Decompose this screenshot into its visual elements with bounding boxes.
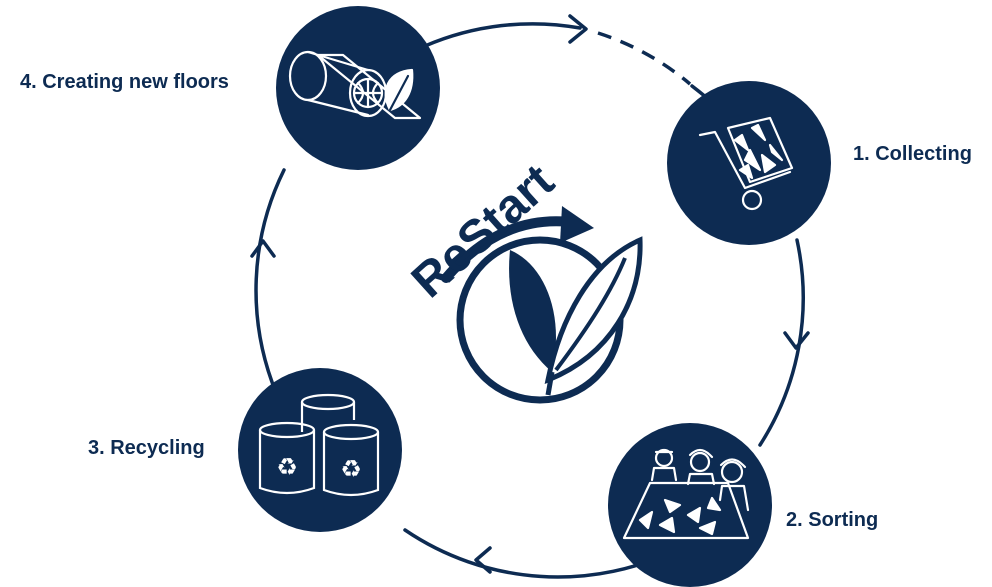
step-4-label: 4. Creating new floors	[20, 71, 229, 93]
step-1-label: 1. Collecting	[853, 143, 972, 165]
arrow-left-icon	[250, 239, 276, 258]
step-2-circle	[608, 423, 772, 587]
step-2-label: 2. Sorting	[786, 509, 879, 531]
step-3-label: 3. Recycling	[88, 437, 205, 459]
floor-roll-globe-leaf-icon	[288, 50, 422, 120]
arrow-bottom-icon	[474, 546, 492, 574]
restart-logo: ReStart	[402, 155, 643, 404]
shopping-cart-icon	[698, 116, 794, 211]
arrow-top-icon	[568, 14, 588, 44]
arrow-right-icon	[783, 331, 810, 350]
step-3-circle: ♻ ♻	[238, 368, 402, 532]
recycle-bins-icon: ♻ ♻	[258, 393, 380, 497]
workers-sorting-icon	[622, 448, 750, 540]
svg-text:♻: ♻	[276, 453, 298, 481]
step-1-circle	[667, 81, 831, 245]
logo-arrow-head-icon	[560, 206, 594, 243]
logo-arrow	[441, 216, 575, 283]
dashed-gap-segment	[597, 31, 692, 86]
step-4-circle	[276, 6, 440, 170]
svg-text:♻: ♻	[340, 455, 362, 483]
leaf-sprout-icon	[509, 236, 643, 396]
